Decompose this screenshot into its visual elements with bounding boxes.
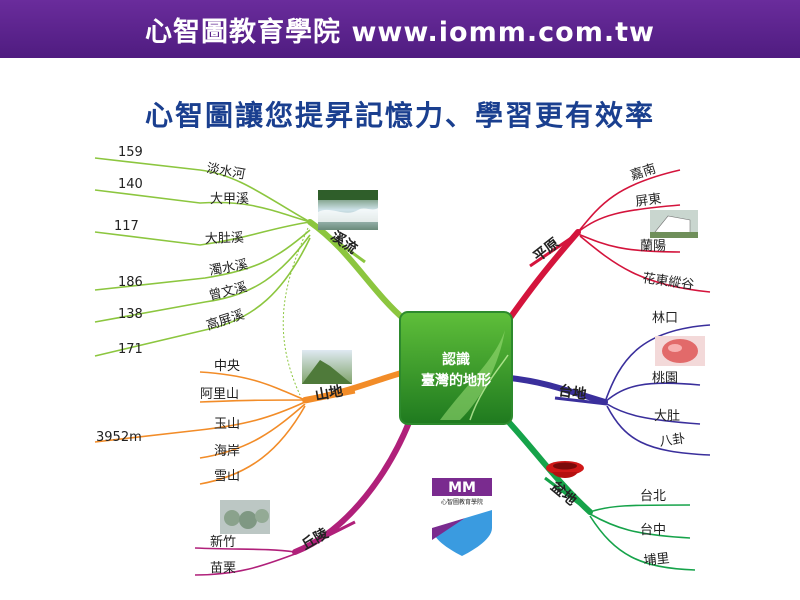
logo-text: 心智圖教育學院 bbox=[441, 498, 483, 506]
river-name-2: 大肚溪 bbox=[205, 231, 245, 247]
river-name-3: 濁水溪 bbox=[208, 256, 249, 279]
branch-label-plateaus: 台地 bbox=[557, 382, 587, 403]
mountain-name-4: 雪山 bbox=[214, 469, 240, 484]
peach-photo-icon bbox=[655, 336, 705, 366]
center-line1: 認識 bbox=[442, 351, 470, 368]
red-bowl-icon bbox=[546, 461, 584, 478]
branch-plains-underline bbox=[529, 230, 581, 268]
river-value-2: 117 bbox=[114, 219, 139, 234]
basin-name-1: 台中 bbox=[640, 523, 666, 538]
branch-plains-main bbox=[507, 229, 581, 321]
page-subtitle: 心智圖讓您提昇記憶力、學習更有效率 bbox=[144, 99, 655, 132]
mountain-value-2: 3952m bbox=[96, 430, 142, 445]
branch-basins-underline bbox=[544, 476, 591, 514]
plateau-name-3: 八卦 bbox=[658, 431, 686, 449]
hill-name-1: 苗栗 bbox=[210, 561, 236, 576]
plain-name-3: 花東縱谷 bbox=[641, 270, 695, 293]
river-value-3: 186 bbox=[118, 275, 143, 290]
branch-plateaus-main bbox=[507, 375, 608, 405]
branch-mountains-underline bbox=[304, 390, 356, 404]
plateaus-subbranches bbox=[604, 324, 711, 456]
header-title: 心智圖教育學院 www.iomm.com.tw bbox=[145, 17, 655, 48]
branch-hills-underline bbox=[294, 520, 356, 554]
header-banner: 心智圖教育學院 www.iomm.com.tw bbox=[0, 0, 800, 58]
river-name-1: 大甲溪 bbox=[210, 192, 249, 207]
logo-mark: MM bbox=[448, 480, 476, 496]
plateau-name-2: 大肚 bbox=[654, 409, 680, 424]
center-line2: 臺灣的地形 bbox=[421, 372, 491, 389]
river-value-5: 171 bbox=[118, 342, 143, 357]
plain-name-2: 蘭陽 bbox=[640, 238, 666, 254]
plain-name-1: 屏東 bbox=[634, 190, 662, 209]
plateau-name-1: 桃園 bbox=[652, 371, 678, 386]
river-name-0: 淡水河 bbox=[205, 161, 246, 183]
river-name-4: 曾文溪 bbox=[207, 280, 248, 304]
plains-subbranches bbox=[577, 169, 711, 293]
branch-mountains-main bbox=[302, 369, 408, 403]
mountain-name-3: 海岸 bbox=[214, 444, 240, 459]
river-photo-icon bbox=[318, 190, 378, 230]
mountain-name-0: 中央 bbox=[214, 359, 240, 374]
basin-name-2: 埔里 bbox=[643, 551, 670, 569]
mountains-subbranches bbox=[94, 371, 306, 485]
plain-name-0: 嘉南 bbox=[628, 161, 658, 184]
branch-plateaus-underline bbox=[554, 396, 608, 406]
hill-photo-icon bbox=[220, 500, 270, 534]
branch-basins-main bbox=[502, 415, 593, 515]
basin-name-0: 台北 bbox=[640, 489, 666, 504]
center-node: 認識 臺灣的地形 bbox=[399, 311, 513, 425]
river-name-5: 高屏溪 bbox=[204, 307, 246, 334]
mountain-name-1: 阿里山 bbox=[200, 387, 239, 402]
rivers-subbranches bbox=[94, 157, 311, 357]
academy-logo: MM 心智圖教育學院 bbox=[432, 478, 492, 556]
leaf-icon bbox=[440, 330, 505, 420]
branch-label-mountains: 山地 bbox=[314, 382, 345, 404]
branch-label-hills: 丘陵 bbox=[299, 524, 333, 553]
plateau-name-0: 林口 bbox=[652, 311, 678, 326]
hill-name-0: 新竹 bbox=[210, 534, 236, 550]
mountain-photo-icon bbox=[302, 350, 352, 384]
building-photo-icon bbox=[650, 210, 698, 238]
river-value-1: 140 bbox=[118, 177, 143, 192]
hills-subbranches bbox=[194, 547, 296, 576]
branch-rivers-main bbox=[307, 219, 408, 323]
river-value-0: 159 bbox=[118, 145, 143, 160]
basins-subbranches bbox=[589, 504, 696, 571]
mountain-name-2: 玉山 bbox=[214, 417, 240, 432]
river-value-4: 138 bbox=[118, 307, 143, 322]
